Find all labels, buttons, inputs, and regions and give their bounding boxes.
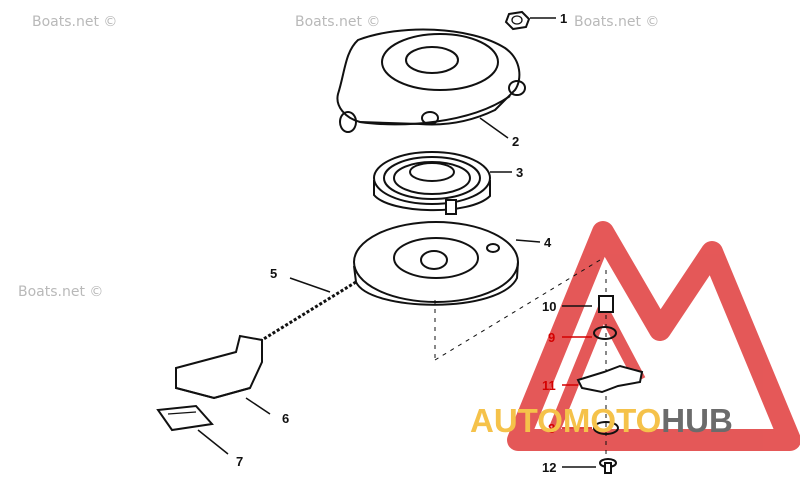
part-6-handle: [175, 334, 263, 400]
part-1-nut: [504, 10, 531, 31]
watermark: Boats.net ©: [32, 14, 117, 30]
callout-3: 3: [516, 165, 523, 180]
brand-part-2: MOTO: [563, 402, 661, 439]
callout-labels: 1 2 3 4 5 6 7 8 9 10 11 12: [236, 11, 567, 475]
watermark: Boats.net ©: [295, 14, 380, 30]
callout-7: 7: [236, 454, 243, 469]
brand-wordmark: AUTOMOTOHUB: [470, 402, 733, 439]
watermark: Boats.net ©: [574, 14, 659, 30]
callout-1: 1: [560, 11, 567, 26]
brand-part-1: AUTO: [470, 402, 563, 439]
callout-12: 12: [542, 460, 556, 475]
callout-8: 8: [548, 421, 555, 436]
callout-11: 11: [542, 378, 556, 393]
part-2-starter-housing: [336, 28, 526, 133]
callout-6: 6: [282, 411, 289, 426]
part-7-handle-insert: [156, 404, 214, 432]
watermark: Boats.net ©: [18, 284, 103, 300]
part-8-washer: [593, 421, 619, 435]
callout-2: 2: [512, 134, 519, 149]
part-9-washer: [593, 326, 617, 340]
brand-part-3: HUB: [661, 402, 733, 439]
callout-5: 5: [270, 266, 277, 281]
callout-9: 9: [548, 330, 555, 345]
part-3-recoil-spring: [373, 151, 491, 215]
part-4-pulley: [353, 221, 519, 306]
assembly-lines: [434, 259, 607, 460]
part-11-pawl: [576, 364, 644, 394]
part-5-starter-rope: [261, 280, 357, 342]
leader-lines: [197, 17, 596, 468]
callout-10: 10: [542, 299, 556, 314]
callout-4: 4: [544, 235, 552, 250]
part-10-bushing: [598, 295, 614, 313]
part-12-screw: [599, 458, 617, 474]
